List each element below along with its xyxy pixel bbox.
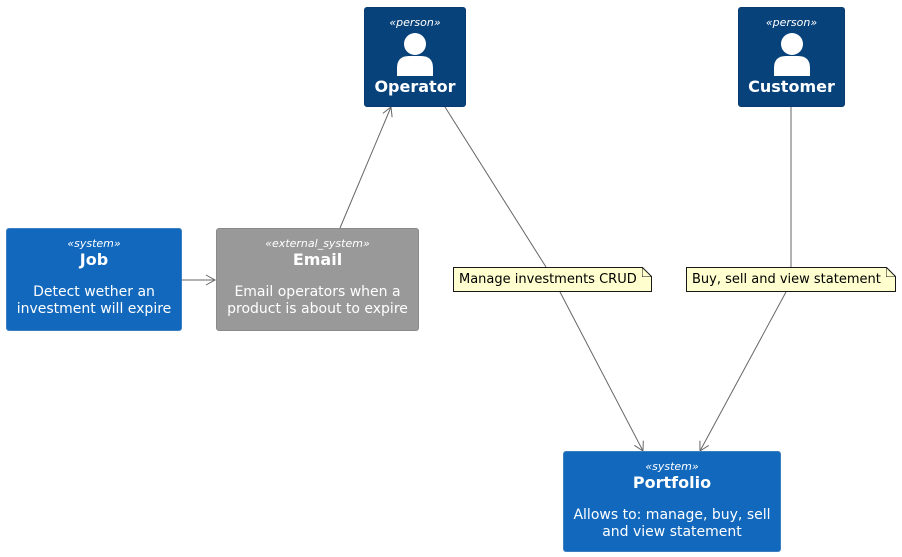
note-buy-sell-text: Buy, sell and view statement [692,272,881,287]
note-manage-investments: Manage investments CRUD [453,267,652,292]
edge-note-to-portfolio [559,291,644,452]
email-stereotype: «external_system» [265,237,370,250]
note-buy-sell: Buy, sell and view statement [686,267,896,292]
operator-stereotype: «person» [389,16,441,29]
customer-stereotype: «person» [765,16,818,29]
job-node[interactable]: «system» Job Detect wether an investment… [6,228,182,331]
edge-note-to-portfolio-2 [699,291,787,452]
portfolio-node[interactable]: «system» Portfolio Allows to: manage, bu… [563,451,781,552]
person-icon [773,33,810,76]
portfolio-name: Portfolio [632,473,712,492]
email-node[interactable]: «external_system» Email Email operators … [216,228,419,331]
person-icon [397,33,433,76]
job-stereotype: «system» [67,237,121,250]
edge-operator-to-note [444,106,547,268]
operator-name: Operator [374,77,456,96]
email-name: Email [292,250,343,269]
job-description: Detect wether an investment will expire [16,284,172,317]
job-name: Job [79,250,109,269]
portfolio-stereotype: «system» [645,460,699,473]
note-fold-line [642,267,652,277]
customer-name: Customer [748,77,835,96]
note-manage-investments-text: Manage investments CRUD [459,272,637,287]
email-description: Email operators when a product is about … [227,284,408,317]
note-fold-line [886,267,896,277]
operator-node[interactable]: «person» Operator [364,7,466,107]
customer-node[interactable]: «person» Customer [738,7,845,107]
edge-email-to-operator [339,106,393,229]
portfolio-description: Allows to: manage, buy, sell and view st… [573,507,771,540]
